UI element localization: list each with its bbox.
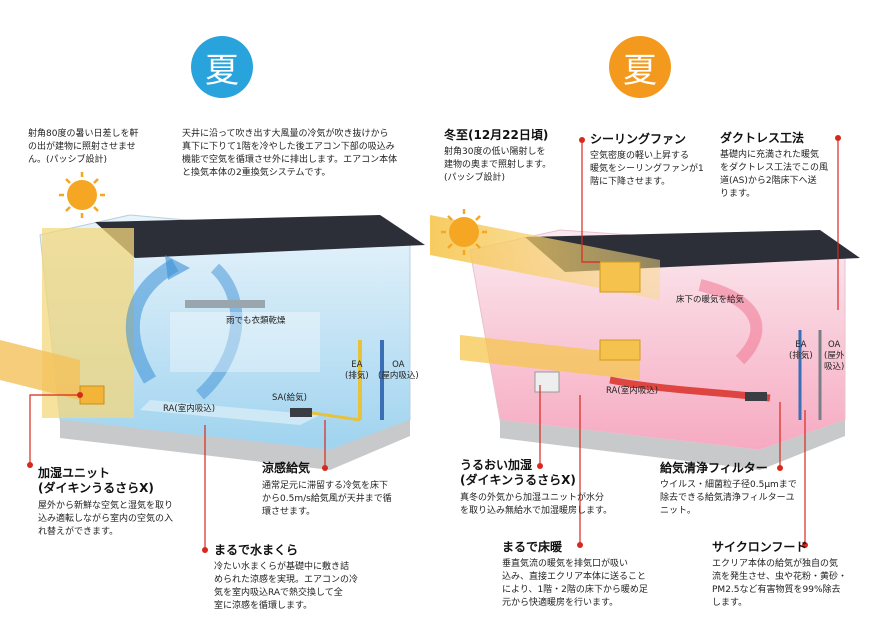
callout-cool-supply-title: 涼感給気 [262, 461, 311, 475]
callout-water-pillow-body: 冷たい水まくらが基礎中に敷き詰 められた涼感を実現。エアコンの冷 気を室内吸込R… [214, 562, 359, 611]
label-oa-right: OA (屋外 吸込) [824, 340, 845, 372]
callout-ceiling-fan-title: シーリングファン [590, 132, 687, 146]
label-ea-right: EA (排気) [789, 340, 813, 361]
label-oa: OA (屋内吸込) [378, 360, 419, 381]
sun-note: 射角80度の暑い日差しを軒 の出が建物に照射させませ ん。(パッシブ設計) [28, 129, 139, 165]
callout-humidifier-body: 屋外から新鮮な空気と湿気を取り 込み適転しながら室内の空気の入 れ替えができます… [38, 501, 174, 537]
callout-ductless-title: ダクトレス工法 [720, 131, 805, 145]
leader-dots [27, 135, 841, 553]
callout-ductless-body: 基礎内に充満された暖気 をダクトレス工法でこの風 道(AS)から2階床下へ送 り… [720, 150, 829, 199]
callout-moist-humidifier-title: うるおい加湿 (ダイキンうるさらX) [460, 458, 576, 487]
label-ea: EA (排気) [345, 360, 369, 381]
label-sa: SA(給気) [272, 393, 308, 403]
airflow-note: 天井に沿って吹き出す大風量の冷気が吹き抜けから 真下に下りて1階を冷やした後エア… [182, 129, 398, 178]
summer-badge: 夏 [191, 36, 253, 98]
right-house [430, 215, 860, 470]
label-underfloor: 床下の暖気を給気 [676, 295, 745, 305]
callout-water-pillow-title: まるで水まくら [214, 543, 299, 557]
callout-humidifier-title: 加湿ユニット (ダイキンうるさらX) [38, 466, 154, 495]
callout-filter-body: ウイルス・細菌粒子径0.5μmまで 除去できる給気清浄フィルターユ ニット。 [660, 480, 797, 516]
left-house [0, 214, 425, 470]
callout-cool-supply-body: 通常足元に滞留する冷気を床下 から0.5m/s給気風が天井まで循 環させます。 [262, 481, 392, 517]
label-ra-right: RA(室内吸込) [606, 386, 659, 396]
leader-lines [29, 138, 839, 550]
sun-icon [441, 209, 487, 255]
label-dry: 雨でも衣類乾燥 [226, 316, 286, 326]
callout-cyclone-hood-body: エクリア本体の給気が独自の気 流を発生させ、虫や花粉・黄砂・ PM2.5など有害… [712, 559, 848, 608]
callout-moist-humidifier-body: 真冬の外気から加湿ユニットが水分 を取り込み無給水で加湿暖房します。 [460, 493, 613, 516]
callout-floor-heating-body: 垂直気流の暖気を排気口が吸い 込み、直接エクリア本体に送ること により、1階・2… [502, 559, 648, 608]
callout-ceiling-fan-body: 空気密度の軽い上昇する 暖気をシーリングファンが1 階に下降させます。 [590, 151, 704, 187]
season-badge: 夏 [609, 36, 671, 98]
sun-icon [59, 172, 105, 218]
callout-cyclone-hood-title: サイクロンフード [712, 540, 808, 554]
label-ra: RA(室内吸込) [163, 404, 216, 414]
callout-filter-title: 給気清浄フィルター [660, 461, 768, 475]
callout-floor-heating-title: まるで床暖 [502, 540, 563, 554]
callout-winter-solstice-body: 射角30度の低い陽射しを 建物の奥まで照射します。 (パッシブ設計) [444, 147, 552, 183]
callout-winter-solstice-title: 冬至(12月22日頃) [444, 128, 549, 142]
